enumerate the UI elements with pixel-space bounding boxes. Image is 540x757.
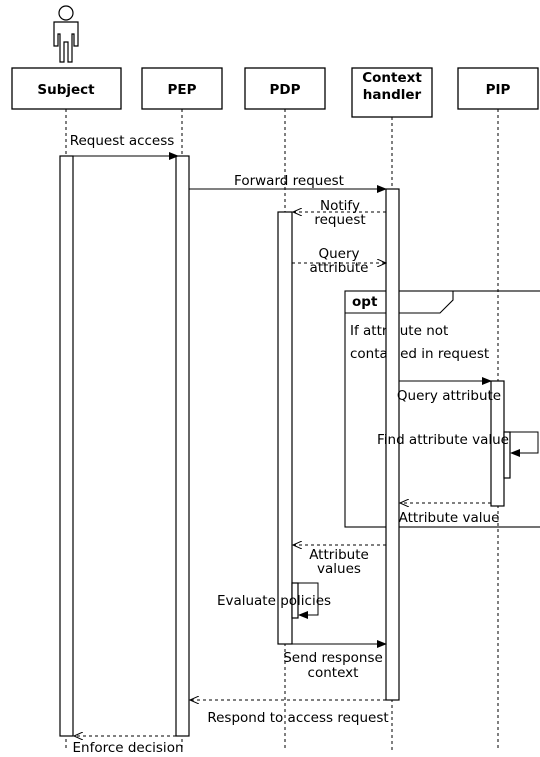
label-line: attribute bbox=[310, 260, 369, 276]
participant-pep: PEP bbox=[141, 67, 223, 110]
label-line: Send response bbox=[283, 650, 383, 666]
participant-label: PEP bbox=[167, 82, 196, 98]
fragment-operator: opt bbox=[352, 294, 378, 310]
subject-activation bbox=[59, 155, 74, 737]
message-label-attribute-value: Attribute value bbox=[399, 510, 500, 526]
message-label-forward-request: Forward request bbox=[234, 173, 344, 189]
message-label-find-attribute-value: Find attribute value bbox=[377, 432, 509, 448]
pep-activation bbox=[175, 155, 190, 737]
participant-pip: PIP bbox=[457, 67, 539, 110]
participant-pdp: PDP bbox=[244, 67, 326, 110]
label-line: Notify bbox=[320, 198, 360, 214]
participant-subject: Subject bbox=[11, 67, 122, 110]
context-handler-activation bbox=[385, 188, 400, 701]
message-label-evaluate-policies: Evaluate policies bbox=[217, 593, 331, 609]
message-label-respond-to-access-request: Respond to access request bbox=[207, 710, 388, 726]
label-line: handler bbox=[363, 87, 422, 103]
message-arrows bbox=[66, 152, 539, 736]
activations bbox=[59, 155, 511, 737]
find-attribute-value-arrow bbox=[504, 431, 539, 457]
participant-label: Subject bbox=[37, 82, 95, 98]
label-line: Attribute bbox=[309, 547, 369, 563]
label-line: request bbox=[314, 212, 365, 228]
subject-actor-icon bbox=[53, 5, 79, 63]
participant-label: PIP bbox=[486, 82, 511, 98]
pdp-activation bbox=[277, 211, 293, 645]
message-label-enforce-decision: Enforce decision bbox=[72, 740, 183, 756]
evaluate-policies-arrow bbox=[292, 582, 319, 619]
message-label-query-attribute-pip: Query attribute bbox=[397, 388, 501, 404]
participant-label: PDP bbox=[270, 82, 301, 98]
label-line: values bbox=[317, 561, 361, 577]
label-line: context bbox=[308, 665, 359, 681]
message-label-request-access: Request access bbox=[70, 133, 175, 149]
label-line: contained in request bbox=[350, 346, 489, 362]
label-line: Query bbox=[318, 246, 359, 262]
label-line: Context bbox=[362, 70, 422, 86]
